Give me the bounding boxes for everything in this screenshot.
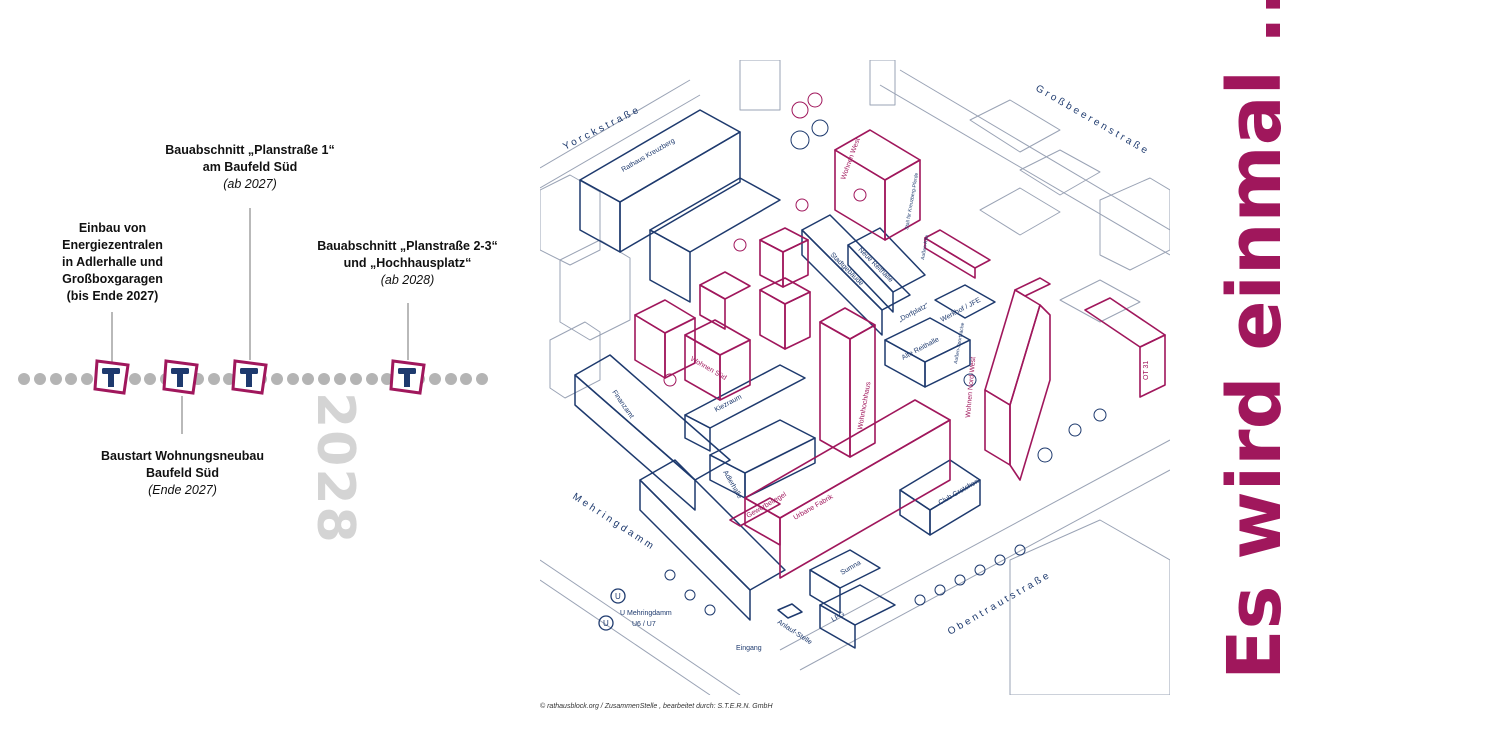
map-label: OT 31 <box>1143 361 1150 380</box>
u-symbol: U <box>615 592 621 601</box>
street-outlines <box>540 60 1170 695</box>
milestone-line: Bauabschnitt „Planstraße 2-3“ <box>317 239 498 253</box>
timeline-dot <box>349 373 362 385</box>
milestone-line: und „Hochhausplatz“ <box>343 256 472 270</box>
map-label: Finanzamt <box>610 389 635 420</box>
timeline-dot <box>428 373 441 385</box>
milestone-line: in Adlerhalle und <box>62 255 163 269</box>
timeline-dot <box>81 373 94 385</box>
milestone-line: Energiezentralen <box>62 238 163 252</box>
timeline-dot <box>128 373 141 385</box>
map-label: Wohnen West <box>840 137 862 181</box>
timeline-dot <box>33 373 46 385</box>
milestone-line: Bauabschnitt „Planstraße 1“ <box>165 143 335 157</box>
street-label: Großbeerenstraße <box>1034 83 1152 158</box>
milestone-date: (bis Ende 2027) <box>66 289 159 303</box>
milestone-line: Baustart Wohnungsneubau <box>101 449 264 463</box>
timeline-dot <box>207 373 220 385</box>
milestone-line: Einbau von <box>78 221 147 235</box>
timeline: Einbau von Energiezentralen in Adlerhall… <box>0 0 520 751</box>
trees <box>663 92 867 387</box>
trees <box>664 119 1107 616</box>
milestone-wohnungsneubau: Baustart Wohnungsneubau Baufeld Süd (End… <box>80 448 285 499</box>
map-label: Werkhof / JFE <box>940 297 983 324</box>
timeline-dot <box>270 373 283 385</box>
timeline-dot <box>49 373 62 385</box>
milestone-energiezentralen: Einbau von Energiezentralen in Adlerhall… <box>40 220 185 305</box>
milestone-planstrasse-2-3: Bauabschnitt „Planstraße 2-3“ und „Hochh… <box>300 238 515 289</box>
map-label: Eingang <box>736 645 762 652</box>
construction-hammer-icon <box>231 359 268 395</box>
construction-hammer-icon <box>162 359 199 395</box>
milestone-date: (Ende 2027) <box>148 483 217 497</box>
u-symbol: U <box>603 619 609 628</box>
milestone-line: Baufeld Süd <box>146 466 219 480</box>
timeline-dot <box>18 373 30 385</box>
site-map-drawing: Yorckstraße Großbeerenstraße Mehringdamm… <box>540 60 1170 695</box>
milestone-planstrasse-1: Bauabschnitt „Planstraße 1“ am Baufeld S… <box>150 142 350 193</box>
map-label: Adlerhalle <box>721 470 743 501</box>
milestone-line: Großboxgaragen <box>62 272 163 286</box>
milestone-line: am Baufeld Süd <box>202 160 298 174</box>
construction-hammer-icon <box>93 359 130 395</box>
map-label: U6 / U7 <box>632 621 656 628</box>
u-bahn-icons <box>598 588 626 631</box>
map-label: U Mehringdamm <box>620 610 672 617</box>
street-label: Yorckstraße <box>561 104 643 153</box>
image-credit: © rathausblock.org / ZusammenStelle , be… <box>540 703 773 710</box>
map-label: Außen-Kita <box>920 234 930 260</box>
timeline-dot <box>365 373 378 385</box>
street-label: Obentrautstraße <box>946 569 1054 637</box>
timeline-dot <box>476 373 489 385</box>
existing-buildings <box>574 109 996 649</box>
connector-planstrasse-1 <box>249 208 251 360</box>
timeline-dot <box>144 373 157 385</box>
connector-energiezentralen <box>111 312 113 362</box>
milestone-date: (ab 2028) <box>380 273 435 287</box>
map-label: Sumna <box>840 560 863 577</box>
timeline-dot <box>318 373 331 385</box>
map-label: Neue Reithalle <box>857 246 894 283</box>
construction-hammer-icon <box>389 359 426 395</box>
map-label: Wohnen Süd <box>689 356 728 382</box>
timeline-dot <box>444 373 457 385</box>
milestone-date: (ab 2027) <box>223 177 277 191</box>
timeline-dot <box>286 373 299 385</box>
headline: Es wird einmal ... <box>1212 0 1298 680</box>
new-buildings <box>634 129 1166 579</box>
map-label: Wohnhochhaus <box>857 381 872 430</box>
timeline-dot <box>334 373 346 385</box>
timeline-dot <box>302 373 315 385</box>
timeline-dot <box>460 373 473 385</box>
map-label: Club Gretchen <box>938 478 981 507</box>
connector-planstrasse-2-3 <box>407 303 409 360</box>
street-label: Mehringdamm <box>570 491 657 553</box>
map-label: Rathaus Kreuzberg <box>621 137 677 173</box>
site-map: Yorckstraße Großbeerenstraße Mehringdamm… <box>540 60 1170 695</box>
connector-wohnungsneubau <box>181 396 183 434</box>
timeline-dot <box>65 373 78 385</box>
year-label: 2028 <box>305 392 365 545</box>
